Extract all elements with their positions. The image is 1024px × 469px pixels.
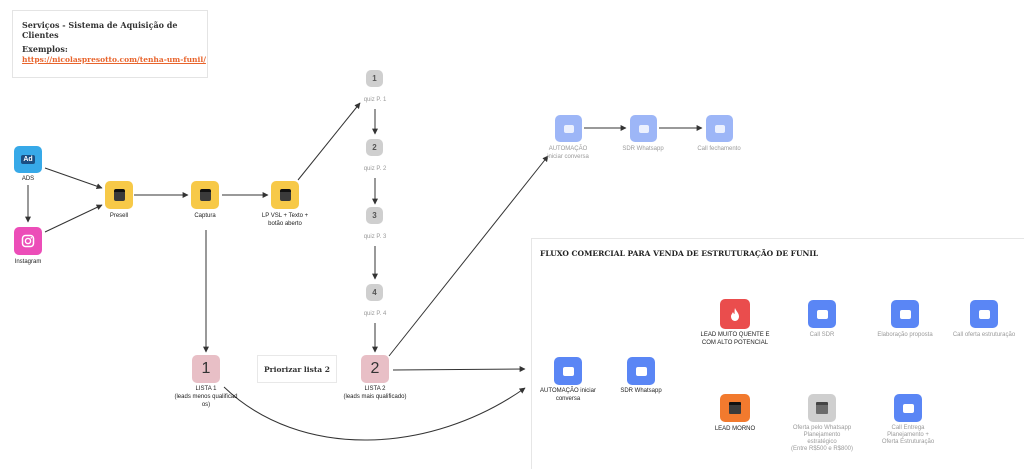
quiz-step-3-number: 3 bbox=[372, 211, 377, 220]
call-entrega-line2: Planejamento + bbox=[887, 432, 929, 438]
fire-icon bbox=[731, 307, 739, 321]
lista1-node[interactable]: 1 bbox=[192, 355, 220, 383]
lista2-number: 2 bbox=[370, 360, 380, 377]
oferta-whatsapp-line1: Oferta pelo Whatsapp bbox=[792, 425, 852, 431]
ads-label: ADS bbox=[21, 176, 35, 182]
quiz-step-4-label: quiz P. 4 bbox=[363, 311, 387, 317]
ads-icon: Ad bbox=[21, 155, 35, 164]
info-title: Serviços - Sistema de Aquisição de Clien… bbox=[22, 20, 178, 40]
quiz-step-3-label: quiz P. 3 bbox=[363, 234, 387, 240]
elaboracao-node[interactable] bbox=[891, 300, 919, 328]
chat-icon bbox=[635, 366, 647, 376]
lead-quente-label-line2: COM ALTO POTENCIAL bbox=[701, 340, 769, 346]
oferta-whatsapp-line3: estratégico bbox=[807, 439, 837, 445]
top-automacao-label: AUTOMAÇÃO iniciar conversa bbox=[547, 146, 589, 160]
window-icon bbox=[816, 402, 828, 414]
lista2-node[interactable]: 2 bbox=[361, 355, 389, 383]
arrow-lp-quiz bbox=[297, 102, 361, 181]
oferta-whatsapp-line4: (Entre R$500 e R$800) bbox=[790, 446, 854, 452]
lp-label-line1: LP VSL + Texto + bbox=[261, 213, 309, 219]
lista2-label-line2: (leads mais qualificado) bbox=[343, 394, 407, 400]
page-icon bbox=[279, 189, 291, 201]
lead-quente-node[interactable] bbox=[720, 299, 750, 329]
top-sdr-label: SDR Whatsapp bbox=[622, 146, 664, 152]
lp-label-line2: botão aberto bbox=[268, 221, 302, 227]
captura-node[interactable] bbox=[191, 181, 219, 209]
captura-label: Captura bbox=[194, 213, 216, 219]
chat-icon bbox=[562, 366, 574, 376]
lista1-label-line3: os) bbox=[201, 402, 211, 408]
automacao-label-line2: conversa bbox=[555, 396, 581, 402]
arrow-lista1-automacao bbox=[223, 386, 526, 441]
quiz-step-4-number: 4 bbox=[372, 288, 377, 297]
lista1-label-line1: LISTA 1 bbox=[195, 386, 217, 392]
page-icon bbox=[199, 189, 211, 201]
oferta-whatsapp-node[interactable] bbox=[808, 394, 836, 422]
lp-node[interactable] bbox=[271, 181, 299, 209]
lead-morno-label: LEAD MORNO bbox=[714, 426, 756, 432]
instagram-icon bbox=[21, 234, 35, 248]
quiz-step-2[interactable]: 2 bbox=[366, 139, 383, 156]
chat-icon bbox=[563, 124, 574, 133]
chat-icon bbox=[899, 309, 911, 319]
presell-label: Presell bbox=[109, 213, 129, 219]
arrow-ads-presell bbox=[44, 167, 103, 190]
chat-icon bbox=[714, 124, 725, 133]
commercial-panel: FLUXO COMERCIAL PARA VENDA DE ESTRUTURAÇ… bbox=[531, 238, 1024, 469]
quiz-step-2-number: 2 bbox=[372, 143, 377, 152]
top-call-node[interactable] bbox=[706, 115, 733, 142]
window-icon bbox=[729, 402, 741, 414]
chat-icon bbox=[816, 309, 828, 319]
lead-morno-node[interactable] bbox=[720, 394, 750, 422]
instagram-node[interactable] bbox=[14, 227, 42, 255]
top-automacao-node[interactable] bbox=[555, 115, 582, 142]
call-entrega-line1: Call Entrega bbox=[891, 425, 925, 431]
lista1-number: 1 bbox=[201, 360, 211, 377]
arrow-lista2-automacao bbox=[392, 366, 526, 373]
elaboracao-label: Elaboração proposta bbox=[877, 332, 933, 338]
quiz-step-3[interactable]: 3 bbox=[366, 207, 383, 224]
lista1-label-line2: (leads menos qualificad bbox=[174, 394, 238, 400]
chat-icon bbox=[902, 403, 914, 413]
call-entrega-line3: Oferta Estruturação bbox=[881, 439, 935, 445]
quiz-step-1[interactable]: 1 bbox=[366, 70, 383, 87]
top-call-label: Call fechamento bbox=[697, 146, 741, 152]
lead-quente-label-line1: LEAD MUITO QUENTE E bbox=[700, 332, 770, 338]
automacao-label-line1: AUTOMAÇÃO iniciar bbox=[540, 388, 596, 394]
chat-icon bbox=[638, 124, 649, 133]
automacao-node[interactable] bbox=[554, 357, 582, 385]
instagram-label: Instagram bbox=[14, 259, 42, 265]
call-sdr-node[interactable] bbox=[808, 300, 836, 328]
call-entrega-node[interactable] bbox=[894, 394, 922, 422]
call-sdr-label: Call SDR bbox=[809, 332, 835, 338]
chat-icon bbox=[978, 309, 990, 319]
call-oferta-label: Call oferta estruturação bbox=[952, 332, 1016, 338]
examples-link[interactable]: https://nicolaspresotto.com/tenha-um-fun… bbox=[22, 55, 206, 64]
examples-label: Exemplos: bbox=[22, 44, 68, 54]
ads-node[interactable]: Ad bbox=[14, 146, 42, 173]
arrow-lista2-top-automacao bbox=[388, 155, 549, 357]
quiz-step-2-label: quiz P. 2 bbox=[363, 166, 387, 172]
quiz-step-1-label: quiz P. 1 bbox=[363, 97, 387, 103]
priority-note-text: Priorizar lista 2 bbox=[264, 365, 330, 374]
oferta-whatsapp-line2: Planejamento bbox=[803, 432, 841, 438]
lista2-label-line1: LISTA 2 bbox=[364, 386, 386, 392]
presell-node[interactable] bbox=[105, 181, 133, 209]
page-icon bbox=[113, 189, 125, 201]
commercial-title: FLUXO COMERCIAL PARA VENDA DE ESTRUTURAÇ… bbox=[540, 249, 819, 258]
info-card: Serviços - Sistema de Aquisição de Clien… bbox=[12, 10, 208, 78]
top-sdr-node[interactable] bbox=[630, 115, 657, 142]
priority-note: Priorizar lista 2 bbox=[257, 355, 337, 383]
call-oferta-node[interactable] bbox=[970, 300, 998, 328]
quiz-step-4[interactable]: 4 bbox=[366, 284, 383, 301]
sdr-label: SDR Whatsapp bbox=[620, 388, 662, 394]
sdr-node[interactable] bbox=[627, 357, 655, 385]
arrow-instagram-presell bbox=[44, 204, 103, 233]
quiz-step-1-number: 1 bbox=[372, 74, 377, 83]
